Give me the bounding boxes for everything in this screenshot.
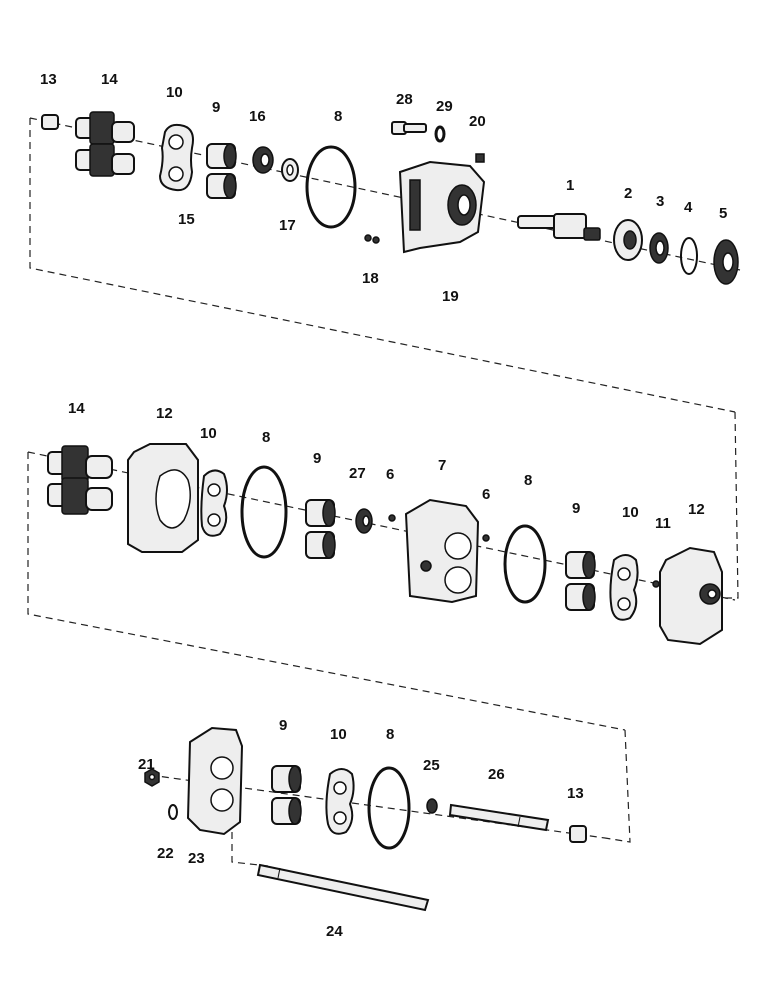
- end-cover-part-23: [186, 726, 244, 836]
- bearings-part-9: [206, 143, 237, 199]
- wear-plate-part-10: [158, 123, 194, 192]
- callout-label: 25: [423, 757, 440, 774]
- callout-label: 5: [719, 205, 727, 222]
- nut-part-21: [144, 768, 160, 787]
- callout-label: 8: [524, 472, 532, 489]
- top-row-parts: [41, 111, 739, 285]
- gear-housing-part-12-left: [127, 443, 199, 553]
- callout-label: 10: [622, 504, 639, 521]
- callout-label: 12: [688, 501, 705, 518]
- bearings-part-9-middle: [305, 499, 336, 559]
- wear-plate-part-10-middle: [200, 469, 228, 537]
- o-ring-part-8-bottom: [367, 766, 411, 850]
- o-ring-part-8-top: [305, 145, 357, 229]
- middle-row-parts: [47, 443, 723, 646]
- dowel-part-11: [652, 580, 660, 588]
- gear-pair-part-14-middle: [47, 445, 113, 515]
- callout-label: 3: [656, 193, 664, 210]
- seal-part-5: [713, 239, 739, 285]
- callout-label: 27: [349, 465, 366, 482]
- bearing-part-2: [613, 219, 643, 261]
- callout-label: 2: [624, 185, 632, 202]
- gear-pair-part-14: [75, 111, 135, 177]
- callout-label: 6: [482, 486, 490, 503]
- callout-label: 1: [566, 177, 574, 194]
- callout-label: 11: [655, 515, 671, 532]
- callout-label: 29: [436, 98, 453, 115]
- callout-label: 6: [386, 466, 394, 483]
- long-stud-part-24: [256, 863, 430, 912]
- callout-label: 7: [438, 457, 446, 474]
- callout-label: 15: [178, 211, 195, 228]
- callout-label: 14: [101, 71, 118, 88]
- middle-row-left-return: [27, 452, 626, 731]
- callout-label: 28: [396, 91, 413, 108]
- callout-label: 13: [567, 785, 584, 802]
- callout-labels: 13 14 10 9 16 8 28 29 20 1 2 3 4 5 15 17…: [40, 71, 727, 940]
- o-ring-part-8-middle-left: [240, 465, 288, 559]
- callout-label: 20: [469, 113, 486, 130]
- dowel-part-6-right: [482, 534, 490, 542]
- o-ring-part-8-middle-right: [503, 524, 547, 604]
- seal-part-27: [355, 508, 373, 534]
- callout-label: 9: [212, 99, 220, 116]
- callout-label: 24: [326, 923, 343, 940]
- plug-part-13-bottom: [569, 825, 587, 843]
- callout-label: 8: [262, 429, 270, 446]
- bearings-part-9-middle-right: [565, 551, 596, 611]
- callout-label: 10: [166, 84, 183, 101]
- bottom-row-right-return: [604, 729, 631, 843]
- callout-label: 17: [279, 217, 296, 234]
- washer-part-29: [434, 125, 446, 143]
- callout-label: 8: [386, 726, 394, 743]
- callout-label: 10: [330, 726, 347, 743]
- washer-part-25: [426, 798, 438, 814]
- wear-plate-part-10-middle-right: [609, 554, 639, 621]
- callout-label: 18: [362, 270, 379, 287]
- callout-label: 10: [200, 425, 217, 442]
- callout-label: 16: [249, 108, 266, 125]
- callout-label: 23: [188, 850, 205, 867]
- callout-label: 9: [313, 450, 321, 467]
- callout-label: 8: [334, 108, 342, 125]
- bearings-part-9-bottom: [271, 765, 302, 825]
- middle-row-right-return: [722, 411, 739, 599]
- callout-label: 12: [156, 405, 173, 422]
- dowel-part-6-left: [388, 514, 396, 522]
- callout-label: 9: [572, 500, 580, 517]
- wear-plate-part-10-bottom: [325, 768, 355, 835]
- washer-part-22: [168, 804, 178, 820]
- callout-label: 19: [442, 288, 459, 305]
- bolt-part-28: [391, 121, 427, 135]
- top-row-left-return: [29, 118, 736, 413]
- gear-housing-part-12-right: [659, 546, 723, 646]
- washer-part-17: [281, 158, 299, 182]
- dowel-part-18: [364, 234, 380, 244]
- bottom-row-parts: [144, 726, 587, 912]
- drive-shaft-part-1: [517, 213, 601, 241]
- callout-label: 13: [40, 71, 57, 88]
- callout-label: 26: [488, 766, 505, 783]
- callout-label: 22: [157, 845, 174, 862]
- seal-part-16: [252, 146, 274, 174]
- stud-part-26: [448, 803, 550, 832]
- snap-ring-part-4: [680, 237, 698, 275]
- seal-part-3: [649, 232, 669, 264]
- callout-label: 21: [138, 756, 155, 773]
- callout-label: 14: [68, 400, 85, 417]
- callout-label: 4: [684, 199, 693, 216]
- plug-part-20: [475, 153, 485, 163]
- callout-label: 9: [279, 717, 287, 734]
- center-section-part-7: [404, 498, 480, 604]
- front-housing-part-19: [398, 160, 486, 254]
- plug-part-13: [41, 114, 59, 130]
